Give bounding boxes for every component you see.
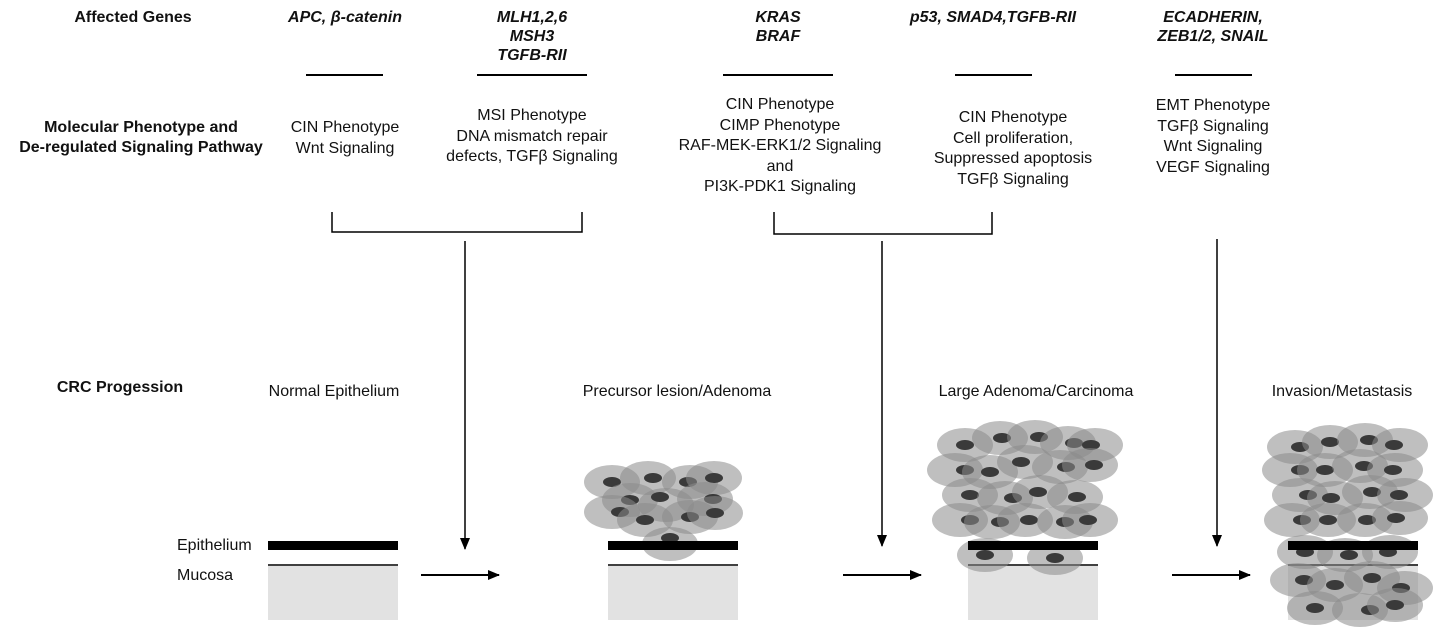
genes-col-1: APC, β-catenin — [288, 9, 402, 26]
cell-nucleus — [1390, 490, 1408, 500]
brackets — [331, 212, 993, 235]
cell-nucleus — [1358, 515, 1376, 525]
tissue-panel-3 — [927, 420, 1123, 620]
cell-nucleus — [1363, 573, 1381, 583]
cell-nucleus — [1085, 460, 1103, 470]
cell-nucleus — [993, 433, 1011, 443]
cell-nucleus — [651, 492, 669, 502]
cell — [1372, 428, 1428, 462]
cell-nucleus — [961, 490, 979, 500]
cell-nucleus — [1321, 437, 1339, 447]
phenotype-col-4: CIN Phenotype Cell proliferation, Suppre… — [933, 109, 1093, 188]
phenotype-col-5: EMT Phenotype TGFβ Signaling Wnt Signali… — [1155, 97, 1271, 176]
genes-col-2: MLH1,2,6 MSH3 TGFB-RII — [496, 9, 568, 64]
cell-nucleus — [956, 440, 974, 450]
cell-nucleus — [1012, 457, 1030, 467]
cell-nucleus — [1322, 493, 1340, 503]
tissue-panel-2 — [584, 461, 743, 620]
cell-nucleus — [1082, 440, 1100, 450]
cell — [1287, 591, 1343, 625]
cell-nucleus — [705, 473, 723, 483]
cell — [997, 503, 1053, 537]
cell — [1372, 501, 1428, 535]
cell-nucleus — [644, 473, 662, 483]
row-label-crc-progression: CRC Progession — [56, 379, 184, 396]
cell-nucleus — [661, 533, 679, 543]
cell-nucleus — [1020, 515, 1038, 525]
bracket-left — [331, 212, 583, 233]
phenotype-col-1: CIN Phenotype Wnt Signaling — [290, 119, 400, 157]
tissue-panel-4 — [1262, 423, 1433, 627]
cell-nucleus — [1046, 553, 1064, 563]
cell-nucleus — [1068, 492, 1086, 502]
cell — [1062, 448, 1118, 482]
stage-normal-epithelium: Normal Epithelium — [268, 383, 400, 400]
genes-col-3: KRAS BRAF — [755, 9, 801, 45]
genes-col-5: ECADHERIN, ZEB1/2, SNAIL — [1157, 9, 1269, 45]
epithelium-layer — [608, 541, 738, 550]
cell-nucleus — [1363, 487, 1381, 497]
stage-precursor-lesion: Precursor lesion/Adenoma — [582, 383, 772, 400]
row-label-molecular-phenotype: Molecular Phenotype and De-regulated Sig… — [19, 119, 263, 156]
stage-large-adenoma: Large Adenoma/Carcinoma — [938, 383, 1134, 400]
phenotype-col-2: MSI Phenotype DNA mismatch repair defect… — [446, 107, 618, 165]
cell-nucleus — [1326, 580, 1344, 590]
cell — [1062, 503, 1118, 537]
layer-label-epithelium: Epithelium — [177, 537, 252, 554]
cell-nucleus — [1340, 550, 1358, 560]
cell-nucleus — [1387, 513, 1405, 523]
tissue-panel-1 — [268, 541, 398, 620]
stage-invasion-metastasis: Invasion/Metastasis — [1271, 383, 1413, 400]
epithelium-layer — [1288, 541, 1418, 550]
epithelium-layer — [968, 541, 1098, 550]
mucosa-region — [608, 566, 738, 620]
mucosa-region — [968, 566, 1098, 620]
cell-nucleus — [706, 508, 724, 518]
cell-nucleus — [1316, 465, 1334, 475]
cell-nucleus — [636, 515, 654, 525]
cell — [687, 496, 743, 530]
epithelium-layer — [268, 541, 398, 550]
layer-label-mucosa: Mucosa — [177, 567, 234, 584]
bracket-middle — [773, 212, 993, 235]
cell-nucleus — [1386, 600, 1404, 610]
cell-nucleus — [1384, 465, 1402, 475]
vertical-arrows — [460, 239, 1222, 550]
cell-nucleus — [1029, 487, 1047, 497]
cell-nucleus — [603, 477, 621, 487]
cell-nucleus — [981, 467, 999, 477]
mucosa-region — [268, 566, 398, 620]
phenotype-col-3: CIN Phenotype CIMP Phenotype RAF-MEK-ERK… — [678, 96, 882, 195]
row-label-affected-genes: Affected Genes — [74, 9, 192, 26]
cell-nucleus — [1306, 603, 1324, 613]
cell — [1367, 588, 1423, 622]
cell-nucleus — [1385, 440, 1403, 450]
genes-col-4: p53, SMAD4,TGFB-RII — [909, 9, 1077, 26]
tissue-panels — [268, 420, 1433, 627]
cell-nucleus — [1319, 515, 1337, 525]
cell-nucleus — [976, 550, 994, 560]
cell-nucleus — [1079, 515, 1097, 525]
